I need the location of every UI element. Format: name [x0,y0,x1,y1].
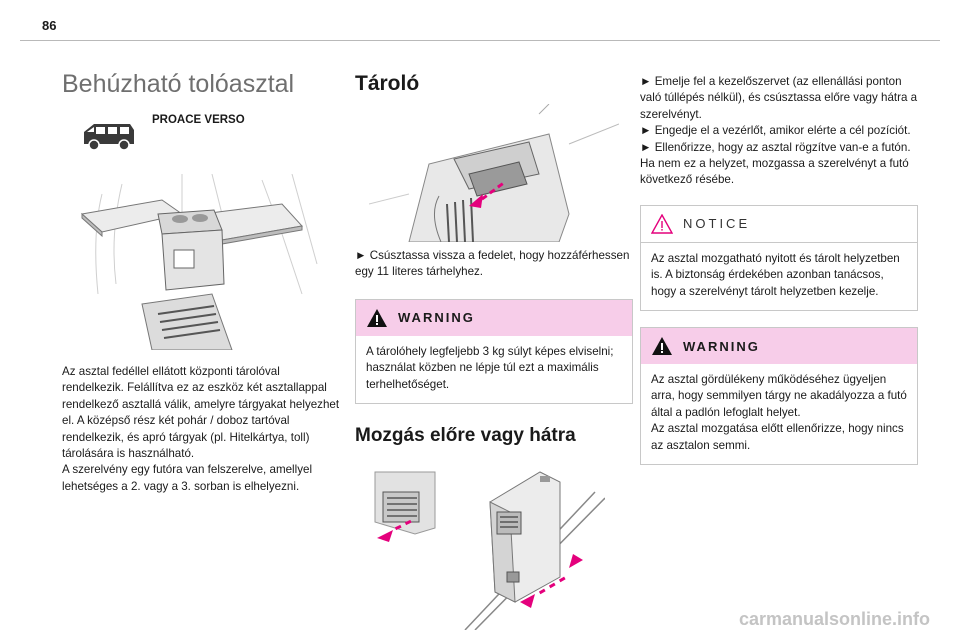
warning-text: A tárolóhely legfeljebb 3 kg súlyt képes… [366,344,614,391]
notice-triangle-icon [651,213,673,234]
notice-box: NOTICE Az asztal mozgatható nyitott és t… [640,204,918,312]
warning-header: WARNING [356,299,632,336]
warning-triangle-icon [652,337,672,356]
table-illustration [80,174,318,350]
move-steps: ► Emelje fel a kezelőszervet (az ellenál… [640,75,918,187]
section-title: Behúzható tolóasztal [62,70,295,98]
warning-label: WARNING [398,310,475,326]
storage-illustration [369,104,619,242]
warning-box-storage: WARNING A tárolóhely legfeljebb 3 kg súl… [355,298,633,405]
notice-text: Az asztal mozgatható nyitott és tárolt h… [651,251,900,298]
move-title: Mozgás előre vagy hátra [355,425,576,447]
warning-triangle-icon [367,308,387,327]
storage-title: Tároló [355,72,420,95]
page-number: 86 [42,18,57,33]
warning-label: WARNING [683,338,760,354]
warning-box-move: WARNING Az asztal gördülékeny működéséhe… [640,327,918,466]
model-label: PROACE VERSO [152,114,245,126]
header-divider [20,40,940,41]
model-row: PROACE VERSO [62,114,340,160]
column-right: ► Emelje fel a kezelőszervet (az ellenál… [640,74,918,466]
col1-body: Az asztal fedéllel ellátott központi tár… [62,365,340,493]
van-icon [84,124,134,151]
move-illustration [374,471,605,631]
notice-header: NOTICE [641,206,917,243]
notice-label: NOTICE [683,216,751,232]
column-left: Behúzható tolóasztal PROACE VERSO [62,68,340,495]
watermark: carmanualsonline.info [738,609,930,629]
warning-header: WARNING [641,328,917,365]
warning-text: Az asztal gördülékeny működéséhez ügyelj… [651,373,907,452]
storage-body: ► Csúsztassa vissza a fedelet, hogy hozz… [355,249,630,279]
column-middle: Tároló ► Csúsztassa vissza a fedelet, ho… [355,72,633,631]
